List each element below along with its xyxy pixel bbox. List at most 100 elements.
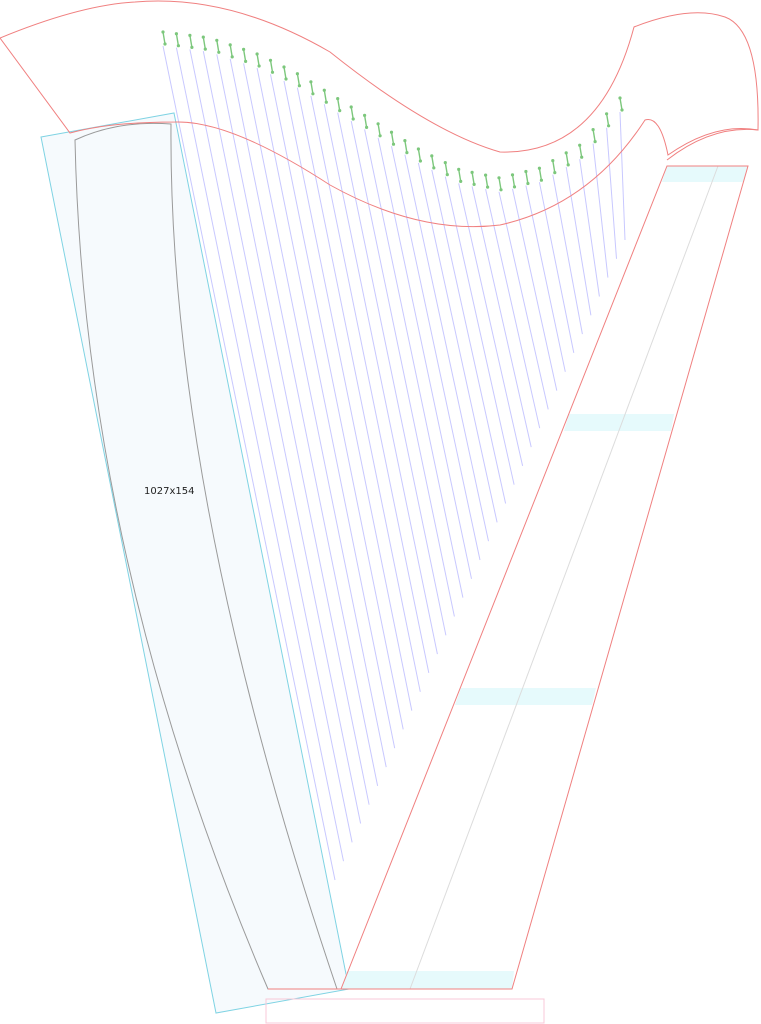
tuning-peg-dot [176, 44, 180, 48]
tuning-peg-dot [365, 125, 369, 129]
tuning-peg [216, 40, 220, 53]
tuning-peg [175, 33, 180, 46]
harp-string [538, 182, 575, 353]
tuning-peg-dot [242, 47, 246, 52]
soundboard-dimension-label: 1027x154 [144, 486, 194, 497]
tuning-peg-dot [376, 122, 380, 126]
pillar-band-bottom [341, 971, 514, 989]
tuning-peg [283, 66, 287, 80]
tuning-pegs [161, 30, 624, 192]
tuning-peg-dot [351, 117, 355, 121]
harp-string [310, 95, 430, 674]
neck-outline [0, 0, 759, 228]
tuning-peg [390, 132, 395, 145]
tuning-peg-dot [349, 105, 353, 109]
tuning-peg [538, 168, 543, 181]
pillar-band-upper-mid [564, 414, 674, 431]
tuning-peg-dot [190, 45, 194, 50]
harp-string [377, 137, 472, 579]
harp-string [498, 191, 549, 410]
harp-string [243, 63, 387, 768]
harp-string [458, 183, 524, 467]
pillar-band-top [662, 166, 748, 182]
tuning-peg-dot [257, 64, 261, 68]
tuning-peg-dot [605, 112, 609, 116]
tuning-peg-dot [203, 47, 207, 51]
harp-string [592, 143, 609, 278]
tuning-peg [269, 60, 274, 73]
tuning-peg-dot [618, 96, 622, 100]
tuning-peg-dot [553, 171, 557, 175]
tuning-peg-dot [472, 182, 476, 186]
tuning-peg-dot [309, 80, 313, 84]
tuning-peg-dot [244, 59, 248, 64]
tuning-peg-dot [336, 97, 340, 101]
tuning-peg [498, 177, 502, 190]
harp-string [485, 188, 541, 429]
tuning-peg [444, 162, 448, 175]
soundbox-body [74, 122, 338, 990]
base-box [265, 998, 545, 1024]
tuning-peg-dot [578, 143, 582, 147]
harp-string [444, 176, 515, 485]
tuning-peg [525, 171, 529, 184]
tuning-peg-dot [539, 178, 544, 182]
tuning-peg-dot [486, 185, 490, 189]
tuning-peg-dot [215, 38, 219, 42]
tuning-peg-dot [230, 55, 234, 59]
tuning-peg-dot [322, 88, 326, 92]
tuning-peg [605, 113, 610, 126]
tuning-peg-dot [566, 163, 570, 167]
tuning-peg-dot [593, 140, 597, 144]
tuning-peg [296, 73, 301, 86]
tuning-peg-dot [188, 33, 192, 38]
tuning-peg [458, 169, 462, 182]
tuning-peg-dot [524, 169, 528, 174]
tuning-peg-dot [499, 188, 503, 192]
tuning-peg [323, 90, 327, 103]
tuning-peg [337, 98, 341, 111]
harp-string [175, 47, 344, 862]
pillar-guide-line [409, 165, 719, 990]
harp-string [391, 146, 481, 561]
tuning-peg-dot [268, 58, 273, 62]
tuning-peg-dot [324, 100, 328, 104]
pillar-band-lower-mid [455, 688, 596, 705]
tuning-peg [256, 53, 260, 67]
harp-string [216, 54, 370, 805]
tuning-peg [189, 35, 193, 48]
tuning-peg [242, 49, 247, 62]
tuning-peg-dot [295, 72, 299, 76]
harp-string [619, 111, 626, 241]
tuning-peg [310, 81, 314, 94]
tuning-peg [552, 160, 556, 173]
harp-string [323, 104, 438, 655]
tuning-peg-dot [591, 128, 595, 132]
tuning-peg-dot [564, 151, 568, 155]
tuning-peg [431, 155, 435, 169]
tuning-peg-dot [284, 77, 288, 81]
harp-string [189, 49, 353, 843]
tuning-peg [484, 174, 489, 188]
tuning-peg [471, 172, 475, 185]
harp-string [471, 186, 532, 448]
tuning-peg-dot [580, 155, 584, 159]
tuning-peg-dot [416, 147, 420, 151]
tuning-peg [417, 148, 422, 162]
tuning-peg-dot [201, 35, 205, 39]
tuning-peg [377, 123, 381, 136]
harp-string [579, 159, 600, 297]
tuning-peg-dot [418, 159, 422, 163]
tuning-peg-dot [255, 52, 259, 56]
tuning-peg-dot [484, 173, 488, 177]
tuning-peg-dot [228, 43, 232, 47]
tuning-peg [162, 31, 166, 45]
tuning-peg-dot [389, 130, 394, 134]
harp-string [296, 87, 421, 692]
tuning-peg-dot [174, 32, 178, 36]
tuning-peg-dot [270, 70, 275, 74]
tuning-peg-dot [459, 179, 463, 183]
tuning-peg-dot [457, 167, 461, 171]
